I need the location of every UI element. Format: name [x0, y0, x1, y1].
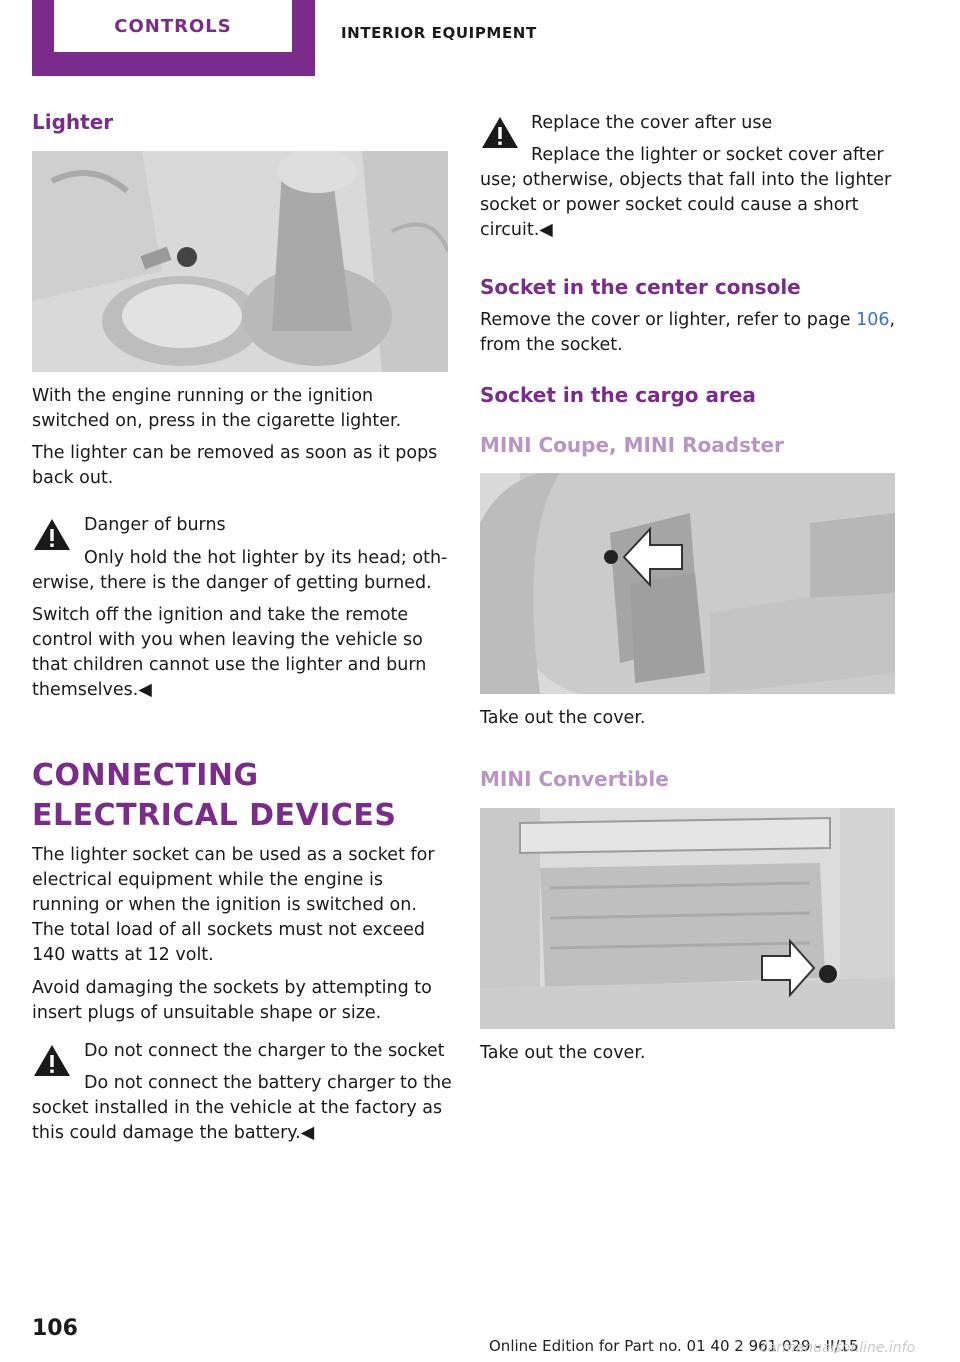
section-heading-electrical-devices: Connecting electrical devices — [32, 758, 397, 833]
section-label: INTERIOR EQUIPMENT — [341, 24, 537, 42]
lighter-paragraph-2: The lighter can be removed as soon as it… — [32, 443, 438, 488]
coupe-roadster-heading: MINI Coupe, MINI Roadster — [480, 433, 784, 457]
center-text-after: , from the socket. — [480, 310, 896, 355]
warning-body-burns-first: Only hold the hot lighter by its head; o… — [84, 548, 448, 568]
chapter-label: CONTROLS — [54, 0, 292, 52]
lighter-figure — [32, 151, 448, 372]
center-console-heading: Socket in the center console — [480, 275, 801, 299]
coupe-cargo-figure — [480, 473, 895, 694]
warning-body-cover-first: Replace the lighter or socket cover afte… — [531, 145, 884, 165]
warning-icon — [34, 519, 70, 550]
electrical-paragraph-1: The lighter socket can be used as a sock… — [32, 845, 435, 965]
convertible-caption: Take out the cover. — [480, 1043, 646, 1063]
warning-icon — [34, 1045, 70, 1076]
warning-body-cover-rest: use; otherwise, objects that fall into t… — [480, 170, 892, 240]
cargo-area-heading: Socket in the cargo area — [480, 383, 756, 407]
warning-body-burns-rest: erwise, there is the danger of getting b… — [32, 573, 432, 593]
page-link-106[interactable]: 106 — [856, 310, 890, 330]
convertible-cargo-figure — [480, 808, 895, 1029]
warning-icon — [482, 117, 518, 148]
warning-body-charger-first: Do not connect the battery charger to th… — [84, 1073, 452, 1093]
edition-footer: Online Edition for Part no. 01 40 2 961 … — [489, 1337, 859, 1355]
convertible-heading: MINI Convertible — [480, 767, 669, 791]
warning-title-burns: Danger of burns — [84, 515, 226, 535]
warning-title-cover: Replace the cover after use — [531, 113, 773, 133]
center-text-before: Remove the cover or lighter, refer to pa… — [480, 310, 857, 330]
warning-body-charger-rest: socket installed in the vehicle at the f… — [32, 1098, 443, 1143]
center-console-paragraph: Remove the cover or lighter, refer to pa… — [480, 308, 898, 358]
warning-burns-paragraph-2: Switch off the ignition and take the rem… — [32, 605, 427, 700]
watermark: carmanualsonline.info — [760, 1340, 916, 1356]
lighter-paragraph-1: With the engine running or the ignition … — [32, 386, 402, 431]
warning-title-charger: Do not connect the charger to the socket — [84, 1041, 445, 1061]
lighter-heading: Lighter — [32, 110, 114, 134]
electrical-paragraph-2: Avoid damaging the sockets by attempting… — [32, 978, 432, 1023]
page-number: 106 — [32, 1316, 78, 1341]
coupe-caption: Take out the cover. — [480, 708, 646, 728]
header-tab: CONTROLS — [32, 0, 315, 76]
